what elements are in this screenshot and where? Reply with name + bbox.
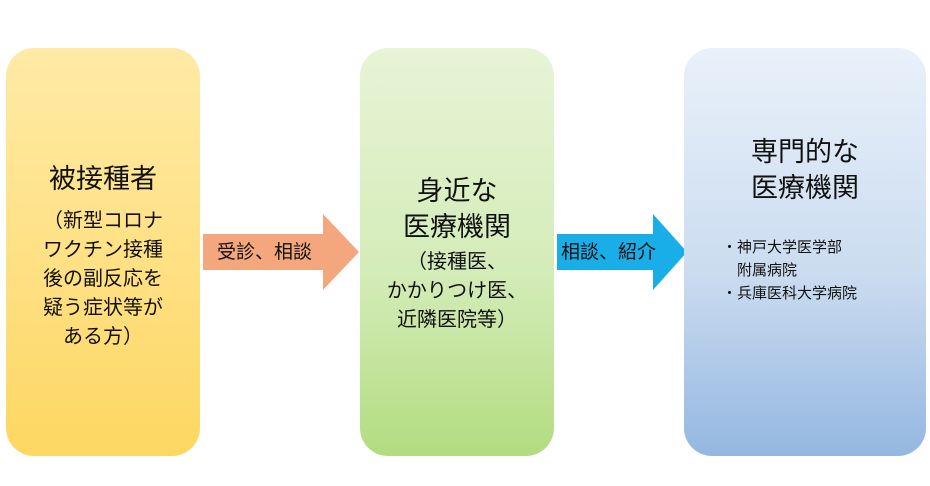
recipient-title: 被接種者 <box>49 164 157 195</box>
specialist-hospital-list: ・神戸大学医学部 附属病院 ・兵庫医科大学病院 <box>722 236 926 305</box>
consult-arrow <box>203 214 359 290</box>
hospital-item: ・兵庫医科大学病院 <box>722 284 858 302</box>
local-clinic-subtitle: （接種医、 かかりつけ医、 近隣医院等） <box>386 249 528 331</box>
local-clinic-title: 身近な 医療機関 <box>403 176 511 243</box>
referral-arrow-label: 相談、紹介 <box>561 241 657 263</box>
specialist-hospital-title: 専門的な 医療機関 <box>751 137 859 204</box>
referral-arrow <box>557 214 687 290</box>
recipient-box: 被接種者 （新型コロナ ワクチン接種 後の副反応を 疑う症状等が ある方） <box>6 48 200 456</box>
local-clinic-box: 身近な 医療機関 （接種医、 かかりつけ医、 近隣医院等） <box>360 48 554 456</box>
hospital-item: ・神戸大学医学部 附属病院 <box>722 238 843 279</box>
consult-arrow-shape <box>203 214 359 290</box>
referral-arrow-shape <box>557 214 687 290</box>
specialist-hospital-box: 専門的な 医療機関 ・神戸大学医学部 附属病院 ・兵庫医科大学病院 <box>684 48 926 456</box>
recipient-subtitle: （新型コロナ ワクチン接種 後の副反応を 疑う症状等が ある方） <box>43 208 163 348</box>
consult-arrow-label: 受診、相談 <box>217 241 313 263</box>
